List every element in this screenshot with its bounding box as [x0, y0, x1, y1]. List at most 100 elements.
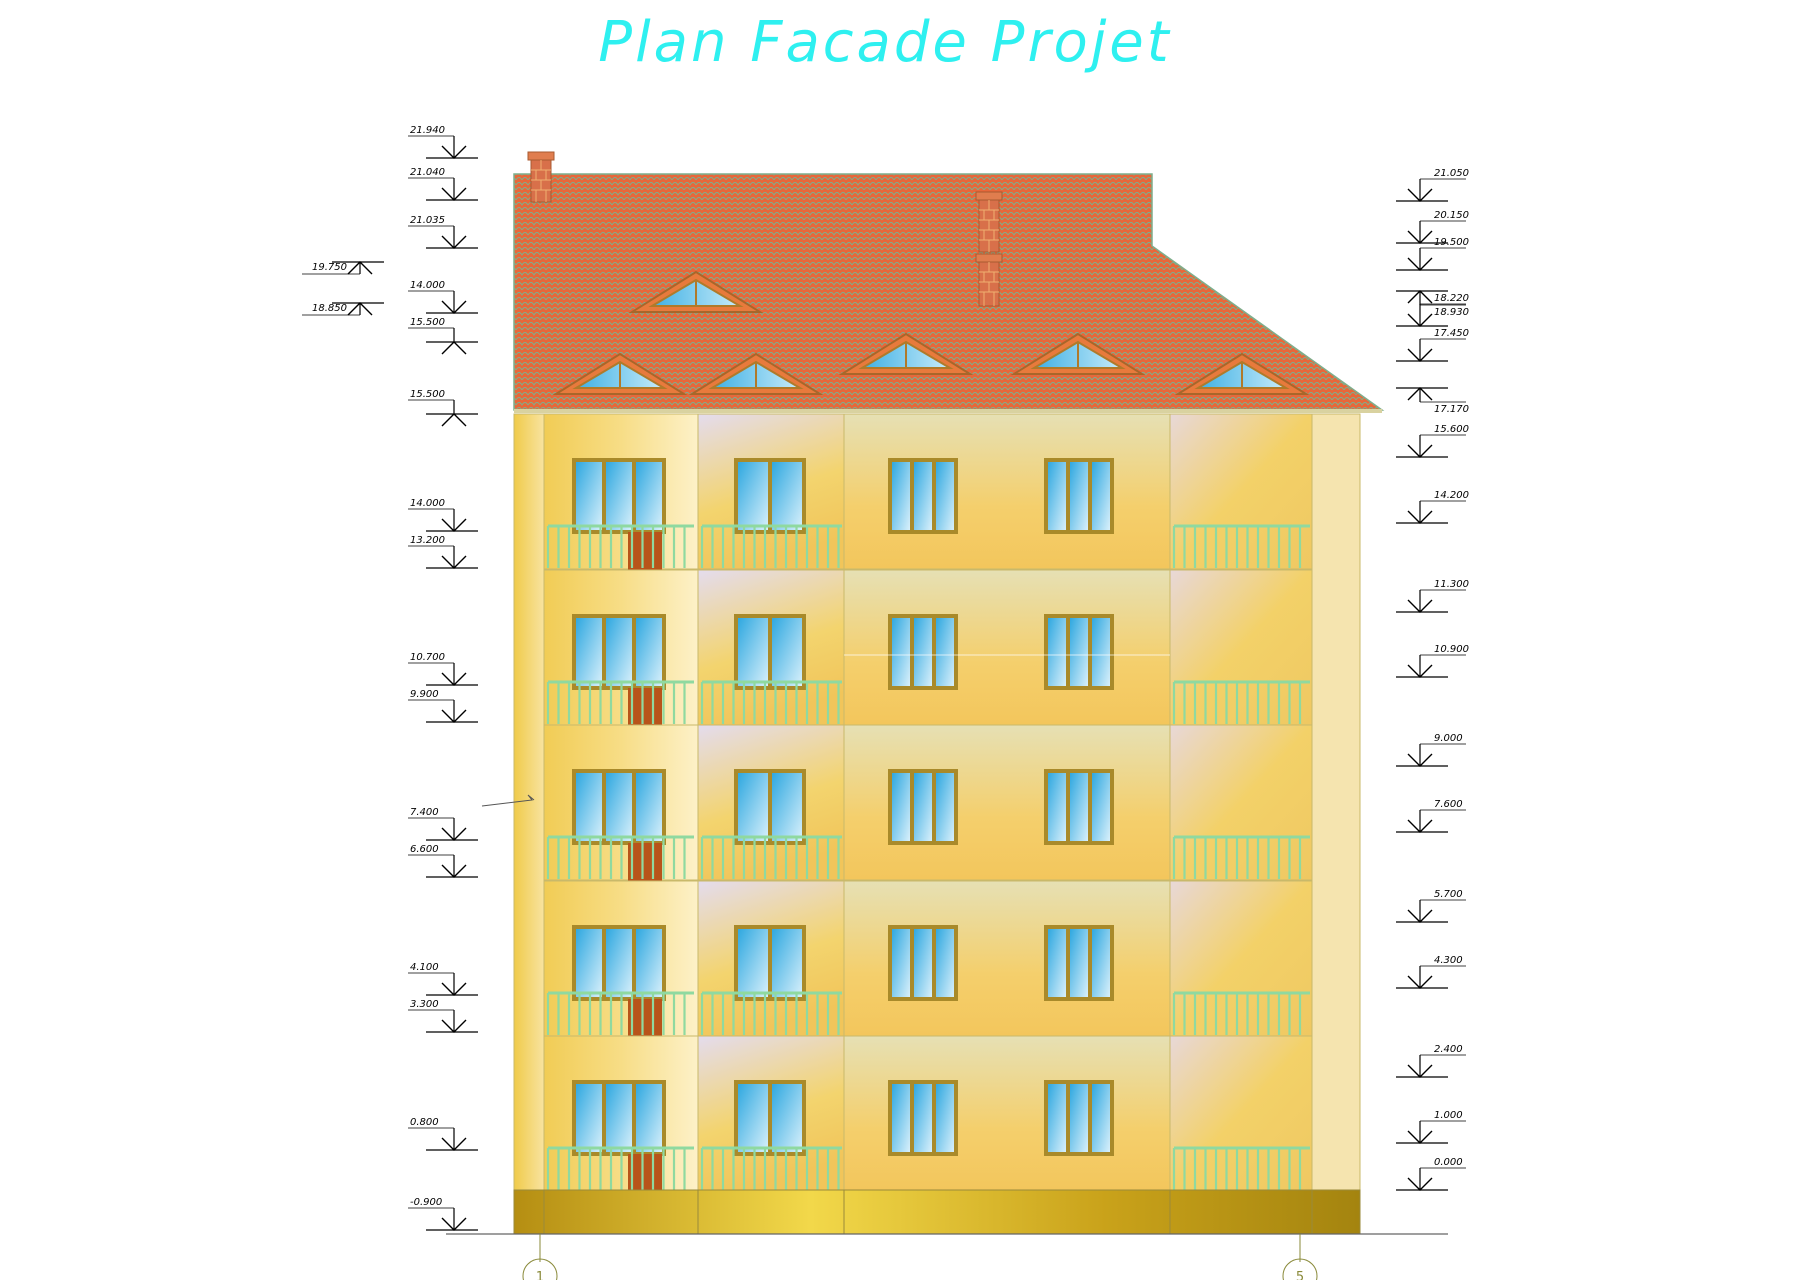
level-label: 4.100: [410, 962, 439, 973]
chimneys: [527, 151, 1003, 307]
balcony-railing: [700, 524, 842, 568]
level-label: 7.600: [1434, 799, 1463, 810]
level-label: 6.600: [410, 844, 439, 855]
level-marker: 21.940: [408, 125, 478, 159]
level-marker: 11.300: [1396, 579, 1469, 613]
dormer: [838, 332, 974, 375]
floor: [543, 880, 1313, 1037]
balcony-railing: [546, 524, 694, 568]
level-marker: 21.035: [408, 215, 478, 249]
level-label: 11.300: [1434, 579, 1469, 590]
level-marker: 4.100: [408, 962, 478, 996]
balcony-railing: [1172, 524, 1310, 568]
level-marker: 13.200: [408, 535, 478, 569]
level-label: 10.700: [410, 652, 445, 663]
level-label: 0.800: [410, 1117, 439, 1128]
level-marker: 3.300: [408, 999, 478, 1033]
floor: [543, 724, 1313, 881]
balcony-railing: [700, 991, 842, 1035]
level-marker: 9.000: [1396, 733, 1466, 767]
chimney: [527, 151, 555, 203]
window: [888, 925, 958, 1001]
level-markers-left: 21.94021.04021.03514.00015.50015.50014.0…: [408, 125, 478, 1231]
level-marker: 20.150: [1396, 210, 1469, 244]
level-markers-right: 21.05020.15019.50018.93018.22017.45017.1…: [1396, 168, 1469, 1191]
door: [628, 843, 662, 881]
level-marker: 6.600: [408, 844, 478, 878]
level-label: 18.850: [312, 303, 347, 314]
break-mark: [481, 794, 535, 807]
balcony-door-window: [572, 769, 666, 845]
level-label: 14.200: [1434, 490, 1469, 501]
level-marker: 14.000: [408, 280, 478, 314]
axis-label: 1: [536, 1270, 544, 1280]
level-label: 21.940: [410, 125, 445, 136]
level-marker: 4.300: [1396, 955, 1466, 989]
balcony-railing: [546, 680, 694, 724]
door: [628, 532, 662, 570]
level-label: 5.700: [1434, 889, 1463, 900]
balcony-door-window: [734, 1080, 806, 1156]
level-marker: 14.000: [408, 498, 478, 532]
roof: [513, 173, 1385, 413]
dormer: [552, 352, 688, 395]
window: [1044, 1080, 1114, 1156]
level-marker: 17.450: [1396, 328, 1469, 362]
level-marker: 17.170: [1396, 387, 1469, 415]
balcony-railing: [700, 835, 842, 879]
level-label: 9.000: [1434, 733, 1463, 744]
level-label: 10.900: [1434, 644, 1469, 655]
level-label: 21.050: [1434, 168, 1469, 179]
level-label: 18.220: [1434, 293, 1469, 304]
door: [628, 999, 662, 1037]
balcony-railing: [1172, 680, 1310, 724]
axis-marker-5: 5: [1282, 1234, 1318, 1280]
level-marker: 18.220: [1396, 293, 1469, 327]
axis-label: 5: [1296, 1270, 1304, 1280]
balcony-door-window: [734, 614, 806, 690]
level-label: 21.035: [410, 215, 445, 226]
level-marker: 2.400: [1396, 1044, 1466, 1078]
window: [1044, 614, 1114, 690]
window: [1044, 925, 1114, 1001]
balcony-railing: [1172, 1146, 1310, 1190]
window: [888, 769, 958, 845]
window: [1044, 458, 1114, 534]
balcony-railing: [700, 1146, 842, 1190]
balcony-door-window: [734, 769, 806, 845]
balcony-door-window: [734, 458, 806, 534]
door: [628, 1154, 662, 1192]
level-marker: 7.400: [408, 807, 478, 841]
level-markers-far-left: 19.750 18.850: [302, 261, 384, 316]
level-marker: 15.600: [1396, 424, 1469, 458]
level-marker: 10.700: [408, 652, 478, 686]
balcony-railing: [546, 835, 694, 879]
level-label: 20.150: [1434, 210, 1469, 221]
level-marker: 7.600: [1396, 799, 1466, 833]
balcony-railing: [700, 680, 842, 724]
dormers: [552, 270, 1310, 395]
drawing-title: Plan Facade Projet: [598, 10, 1172, 75]
facade-wall: [481, 413, 1361, 1192]
level-marker: 21.040: [408, 167, 478, 201]
level-label: 15.600: [1434, 424, 1469, 435]
balcony-railing: [546, 1146, 694, 1190]
balcony-door-window: [734, 925, 806, 1001]
balcony-railing: [1172, 991, 1310, 1035]
level-label: 1.000: [1434, 1110, 1463, 1121]
window: [1044, 769, 1114, 845]
level-marker: 9.900: [408, 689, 478, 723]
right-edge-strip: [1311, 413, 1361, 1191]
plinth: [513, 1189, 1361, 1235]
dormer: [688, 352, 824, 395]
floor: [543, 1035, 1313, 1192]
level-marker: 18.850: [302, 302, 384, 316]
level-marker: 19.750: [302, 261, 384, 275]
floor: [543, 413, 1313, 570]
level-label: 9.900: [410, 689, 439, 700]
level-label: 0.000: [1434, 1157, 1463, 1168]
level-marker: 0.800: [408, 1117, 478, 1151]
level-marker: 0.000: [1396, 1157, 1466, 1191]
floor: [543, 569, 1313, 726]
